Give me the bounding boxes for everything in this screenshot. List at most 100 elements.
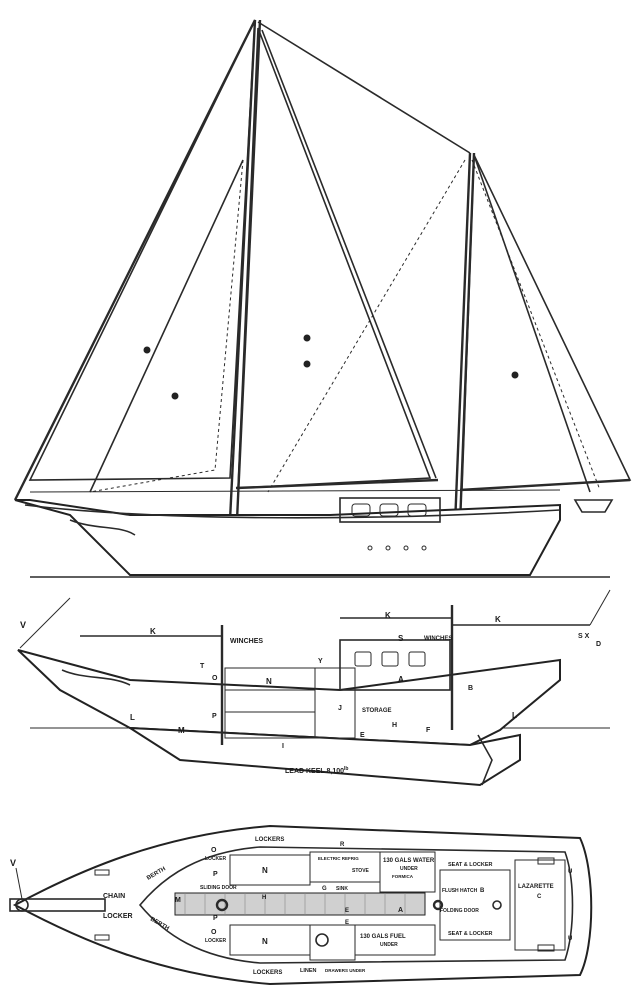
plan-mizzen-mast	[432, 899, 444, 911]
profile-label-k1: K	[150, 627, 156, 636]
profile-label-k3: K	[495, 615, 501, 624]
inner-forestay	[89, 159, 244, 493]
lead-keel	[126, 726, 521, 787]
profile-label-e: E	[360, 732, 365, 739]
profile-label-t: T	[200, 663, 205, 670]
plan-label-n-bottom: N	[262, 937, 268, 946]
plan-label-o-bottom: O	[211, 929, 217, 936]
plan-label-water-under: UNDER	[400, 866, 418, 872]
profile-label-f: F	[426, 727, 431, 734]
plan-label-lazarette: LAZARETTE	[518, 884, 554, 890]
plan-label-u-bottom: U	[568, 936, 572, 942]
plan-label-o-bottom-sub: LOCKER	[205, 938, 227, 944]
profile-label-winches-fwd: WINCHES	[230, 638, 263, 645]
plan-bowsprit	[9, 898, 106, 912]
sail-plan-window-3	[407, 503, 427, 517]
sail-plan-hull	[14, 499, 561, 576]
sail-plan-lifeline	[29, 489, 561, 493]
plan-cockpit	[439, 869, 511, 941]
plan-label-drawers-under: DRAWERS UNDER	[325, 968, 366, 973]
profile-label-s: S	[398, 634, 404, 643]
plan-label-chain: CHAIN	[103, 893, 125, 900]
plan-label-fuel-under: UNDER	[380, 942, 398, 948]
plan-label-h: H	[262, 895, 266, 901]
profile-label-h: H	[392, 722, 397, 729]
plan-label-v: V	[10, 858, 16, 868]
plan-label-p-top: P	[213, 871, 218, 878]
sail-plan-portholes	[367, 545, 427, 551]
plan-label-e2: E	[345, 920, 349, 926]
main-mast	[228, 19, 257, 521]
profile-label-d: D	[596, 641, 601, 648]
profile-label-y: Y	[318, 658, 323, 665]
mainsail-leech-2	[261, 29, 437, 479]
plan-label-lockers-top: LOCKERS	[255, 837, 284, 843]
plan-cleat-stern-bottom	[537, 944, 555, 952]
plan-label-r: R	[340, 842, 345, 848]
plan-main-mast	[215, 898, 229, 912]
plan-label-sliding-door: SLIDING DOOR	[200, 885, 237, 891]
staysail-dashed-leech	[89, 159, 244, 493]
profile-window-2	[381, 651, 399, 667]
profile-label-k2: K	[385, 611, 391, 620]
profile-galley	[314, 667, 356, 739]
plan-steering	[492, 900, 502, 910]
profile-mizzen-backstay	[589, 589, 611, 626]
mizzen-boom	[459, 478, 631, 492]
plan-label-n-top: N	[262, 866, 268, 875]
mizzen-sail	[461, 154, 632, 491]
plan-water-tank-area	[379, 851, 436, 893]
sail-plan	[13, 19, 632, 578]
plan-label-seat-locker-top: SEAT & LOCKER	[448, 862, 493, 868]
profile-hull	[17, 649, 561, 747]
rudder	[477, 734, 493, 786]
plan-label-o-top: O	[211, 847, 217, 854]
accommodation-plan: V CHAIN LOCKER LOCKERS LOCKERS BERTH BER…	[9, 824, 593, 986]
profile-window-3	[408, 651, 426, 667]
profile-label-storage: STORAGE	[362, 708, 392, 714]
profile-label-winches-aft: WINCHES	[424, 636, 452, 642]
plan-label-e1: E	[345, 908, 349, 914]
profile-label-l2: L	[512, 711, 517, 720]
plan-label-m: M	[175, 897, 181, 904]
plan-label-g: G	[322, 886, 327, 892]
profile-label-l1: L	[130, 713, 135, 722]
profile-forestay	[19, 597, 71, 649]
plan-label-locker: LOCKER	[103, 913, 133, 920]
plan-label-flush-hatch: FLUSH HATCH	[442, 888, 478, 894]
inboard-profile: V K WINCHES K S WINCHES K S X D Y T O N …	[17, 589, 611, 787]
sail-plan-window-2	[379, 503, 399, 517]
plan-label-sink: SINK	[336, 886, 348, 892]
triatic-stay	[257, 21, 471, 154]
sail-plan-dinghy	[573, 499, 614, 513]
profile-label-m: M	[178, 726, 185, 735]
mizzen-mast	[453, 152, 472, 526]
profile-label-i: I	[282, 743, 284, 750]
main-boom	[235, 478, 439, 490]
profile-deckhouse	[339, 639, 451, 691]
plan-label-linen: LINEN	[300, 968, 317, 974]
plan-label-lockers-bottom: LOCKERS	[253, 970, 282, 976]
sail-plan-window-1	[351, 503, 371, 517]
plan-cleat-bow-top	[94, 869, 110, 876]
plan-cabin-sole	[174, 892, 426, 916]
profile-label-v: V	[20, 620, 26, 630]
plan-toilet	[315, 933, 329, 947]
profile-label-n: N	[266, 677, 272, 686]
plan-label-o-top-sub: LOCKER	[205, 856, 227, 862]
plan-label-c: C	[537, 894, 542, 900]
plan-cabin-outline	[138, 846, 574, 964]
mizzen-sheet	[473, 154, 591, 493]
plan-label-seat-locker-bottom: SEAT & LOCKER	[448, 931, 493, 937]
plan-label-p-bottom: P	[213, 915, 218, 922]
profile-label-a: A	[398, 675, 404, 684]
plan-cleat-stern-top	[537, 857, 555, 865]
sail-plan-sheer	[24, 504, 561, 519]
lead-keel-label: LEAD KEEL 8,100lb	[285, 766, 348, 775]
plan-label-fuel: 130 GALS FUEL	[360, 934, 406, 940]
reef-star-markers	[143, 334, 519, 400]
plan-label-water: 130 GALS WATER	[383, 858, 435, 864]
plan-label-folding-door: FOLDING DOOR	[440, 908, 479, 914]
profile-label-j: J	[338, 705, 342, 712]
plan-label-stove: STOVE	[352, 868, 370, 874]
